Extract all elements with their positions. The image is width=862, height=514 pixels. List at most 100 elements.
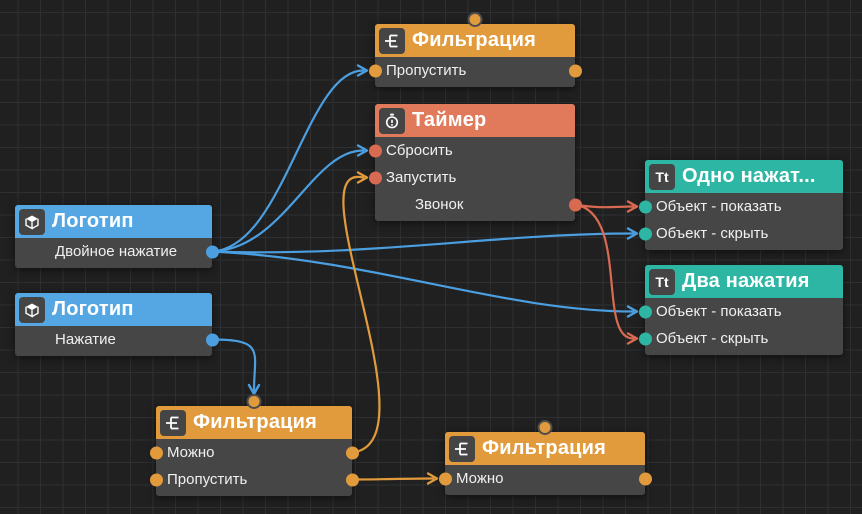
node-body: Объект - показать Объект - скрыть — [638, 193, 843, 250]
input-port[interactable] — [368, 64, 382, 77]
output-port[interactable] — [345, 446, 359, 459]
node-logo-1[interactable]: Логотип Двойное нажатие — [15, 205, 219, 268]
port-label: Объект - скрыть — [656, 225, 769, 242]
node-body: Объект - показать Объект - скрыть — [638, 298, 843, 355]
input-port[interactable] — [638, 305, 652, 318]
cube-3d-icon — [19, 296, 45, 323]
wire-double-click-to-timer-reset — [210, 144, 369, 253]
port-row: Объект - показать — [638, 193, 843, 220]
node-header[interactable]: Tt Одно нажат... — [645, 160, 843, 193]
output-port[interactable] — [568, 64, 582, 77]
port-row: Запустить — [368, 164, 575, 191]
input-port[interactable] — [368, 144, 382, 157]
node-title: Логотип — [52, 298, 134, 320]
port-row: Пропустить — [368, 57, 582, 84]
port-row: Объект - скрыть — [638, 220, 843, 247]
port-label: Объект - показать — [656, 198, 782, 215]
wire-path[interactable] — [350, 477, 435, 481]
input-port[interactable] — [438, 472, 452, 485]
input-port[interactable] — [368, 171, 382, 184]
port-label: Двойное нажатие — [55, 243, 178, 260]
input-port[interactable] — [638, 332, 652, 345]
wire-arrowhead-icon — [356, 64, 369, 77]
node-header[interactable]: Логотип — [15, 205, 212, 238]
funnel-filter-icon — [379, 27, 405, 54]
node-title: Логотип — [52, 210, 134, 232]
wire-timer-ring-to-two-clicks-hide — [573, 203, 639, 345]
node-body: Пропустить — [368, 57, 582, 87]
wire-arrowhead-icon — [626, 200, 639, 213]
text-icon: Tt — [649, 268, 675, 295]
input-port[interactable] — [638, 200, 652, 213]
output-port[interactable] — [205, 245, 219, 258]
node-timer[interactable]: Таймер Сбросить Запустить Звонок — [368, 104, 582, 221]
node-top-port[interactable] — [467, 12, 483, 27]
wire-arrowhead-icon — [356, 144, 369, 157]
node-top-port[interactable] — [246, 394, 262, 409]
port-label: Объект - показать — [656, 303, 782, 320]
wire-arrowhead-icon — [356, 171, 369, 184]
output-port[interactable] — [205, 333, 219, 346]
node-header[interactable]: Фильтрация — [375, 24, 575, 57]
node-filter-bottom-left[interactable]: Фильтрация Можно Пропустить — [149, 394, 359, 496]
wire-double-click-to-one-click-hide — [210, 227, 639, 254]
port-label: Объект - скрыть — [656, 330, 769, 347]
node-filter-top[interactable]: Фильтрация Пропустить — [368, 12, 582, 87]
wire-double-click-to-filter-top — [210, 64, 369, 253]
output-port[interactable] — [638, 472, 652, 485]
port-label: Нажатие — [55, 331, 116, 348]
node-title: Таймер — [412, 109, 487, 131]
wire-arrowhead-icon — [626, 227, 639, 240]
port-row: Двойное нажатие — [15, 238, 219, 265]
node-title: Одно нажат... — [682, 165, 816, 187]
node-body: Нажатие — [15, 326, 219, 356]
wire-filter-bl-mozhno-to-timer-start — [342, 171, 381, 454]
node-body: Сбросить Запустить Звонок — [368, 137, 582, 221]
node-two-clicks[interactable]: Tt Два нажатия Объект - показать Объект … — [638, 265, 843, 355]
port-label: Сбросить — [386, 142, 453, 159]
node-header[interactable]: Фильтрация — [156, 406, 352, 439]
node-one-click[interactable]: Tt Одно нажат... Объект - показать Объек… — [638, 160, 843, 250]
wire-path[interactable] — [210, 232, 635, 254]
node-top-port[interactable] — [537, 420, 553, 435]
input-port[interactable] — [638, 227, 652, 240]
port-label: Можно — [456, 470, 504, 487]
wire-double-click-to-two-clicks-show — [210, 250, 639, 318]
node-filter-bottom-right[interactable]: Фильтрация Можно — [438, 420, 652, 495]
node-title: Два нажатия — [682, 270, 810, 292]
wire-path[interactable] — [210, 69, 365, 253]
input-port[interactable] — [149, 446, 163, 459]
port-row: Нажатие — [15, 326, 219, 353]
node-title: Фильтрация — [482, 437, 607, 459]
port-label: Пропустить — [167, 471, 248, 488]
wire-path[interactable] — [210, 250, 635, 313]
output-port[interactable] — [345, 473, 359, 486]
node-header[interactable]: Логотип — [15, 293, 212, 326]
node-body: Можно Пропустить — [149, 439, 359, 496]
input-port[interactable] — [149, 473, 163, 486]
port-label: Запустить — [386, 169, 457, 186]
port-row: Можно — [438, 465, 652, 492]
wire-path[interactable] — [342, 176, 381, 454]
wire-path[interactable] — [210, 149, 365, 253]
wire-click-to-filter-bl-top — [210, 338, 261, 396]
funnel-filter-icon — [449, 435, 475, 462]
text-icon: Tt — [649, 163, 675, 190]
wire-path[interactable] — [210, 338, 257, 393]
node-header[interactable]: Таймер — [375, 104, 575, 137]
output-port[interactable] — [568, 198, 582, 211]
cube-3d-icon — [19, 208, 45, 235]
node-title: Фильтрация — [193, 411, 318, 433]
port-label: Можно — [167, 444, 215, 461]
port-label: Звонок — [415, 196, 464, 213]
node-body: Можно — [438, 465, 652, 495]
port-row: Звонок — [375, 191, 582, 218]
node-header[interactable]: Tt Два нажатия — [645, 265, 843, 298]
port-row: Пропустить — [149, 466, 359, 493]
node-logo-2[interactable]: Логотип Нажатие — [15, 293, 219, 356]
port-label: Пропустить — [386, 62, 467, 79]
wire-path[interactable] — [573, 203, 635, 340]
node-header[interactable]: Фильтрация — [445, 432, 645, 465]
wire-arrowhead-icon — [626, 305, 639, 318]
